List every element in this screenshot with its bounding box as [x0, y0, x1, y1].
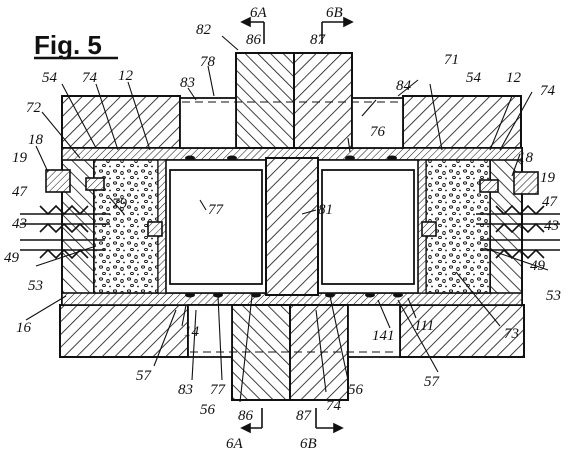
reference-labels: 6A 6B 82 86 87 71 78 83 84 76 54 74 12 7… — [4, 5, 561, 452]
label-53-left: 53 — [28, 278, 43, 294]
label-77-top: 77 — [208, 202, 225, 218]
top-shaft-86 — [235, 52, 295, 149]
left-cell-77 — [169, 169, 263, 285]
label-12-right: 12 — [506, 70, 522, 86]
label-54-right: 54 — [466, 70, 482, 86]
label-14: 14 — [184, 324, 200, 340]
label-6A-bottom: 6A — [226, 436, 244, 452]
label-49-left: 49 — [4, 250, 20, 266]
upper-right-housing — [402, 95, 522, 149]
label-6A-top: 6A — [250, 5, 268, 21]
label-74-bottom: 74 — [326, 398, 342, 414]
top-collar-83 — [179, 97, 237, 149]
lower-left-housing — [59, 304, 189, 358]
right-side-fittings — [421, 171, 560, 260]
label-87-top: 87 — [310, 32, 327, 48]
label-53-right: 53 — [546, 288, 561, 304]
section-cut-markers — [240, 16, 354, 434]
label-16: 16 — [16, 320, 32, 336]
right-cell — [321, 169, 415, 285]
label-79: 79 — [112, 196, 128, 212]
label-81: 81 — [318, 202, 333, 218]
label-6B-bottom: 6B — [300, 436, 317, 452]
label-86-bottom: 86 — [238, 408, 254, 424]
label-12-left: 12 — [118, 68, 134, 84]
upper-left-housing — [61, 95, 181, 149]
label-57-right: 57 — [424, 374, 441, 390]
label-74-left: 74 — [82, 70, 98, 86]
label-86-top: 86 — [246, 32, 262, 48]
label-57-left: 57 — [136, 368, 153, 384]
label-111: 111 — [414, 318, 434, 334]
seal-beads — [185, 155, 403, 298]
label-73: 73 — [504, 326, 519, 342]
label-82: 82 — [196, 22, 212, 38]
label-18-right: 18 — [518, 150, 534, 166]
label-6B-top: 6B — [326, 5, 343, 21]
label-77-bottom: 77 — [210, 382, 227, 398]
label-141: 141 — [372, 328, 395, 344]
label-49-right: 49 — [530, 258, 546, 274]
label-87-bottom: 87 — [296, 408, 313, 424]
label-43-left: 43 — [12, 216, 27, 232]
label-84: 84 — [396, 78, 412, 94]
label-47-left: 47 — [12, 184, 29, 200]
label-56-right: 56 — [348, 382, 364, 398]
center-column-81 — [265, 157, 319, 296]
label-72: 72 — [26, 100, 42, 116]
label-74-right: 74 — [540, 83, 556, 99]
left-side-fittings — [20, 169, 163, 260]
label-71: 71 — [444, 52, 459, 68]
label-47-right: 47 — [542, 194, 559, 210]
label-43-right: 43 — [544, 218, 559, 234]
label-54-left: 54 — [42, 70, 58, 86]
label-83-bottom: 83 — [178, 382, 193, 398]
label-19-right: 19 — [540, 170, 556, 186]
top-shaft-87 — [293, 52, 353, 149]
label-56-left: 56 — [200, 402, 216, 418]
leader-lines — [25, 35, 549, 403]
top-collar-right — [351, 97, 404, 149]
label-19-left: 19 — [12, 150, 28, 166]
label-78: 78 — [200, 54, 216, 70]
dashed-centerlines — [182, 101, 400, 353]
figure-title: Fig. 5 — [34, 30, 102, 60]
label-18-left: 18 — [28, 132, 44, 148]
bottom-collar-right — [347, 304, 401, 358]
label-83-top: 83 — [180, 75, 195, 91]
label-76: 76 — [370, 124, 386, 140]
